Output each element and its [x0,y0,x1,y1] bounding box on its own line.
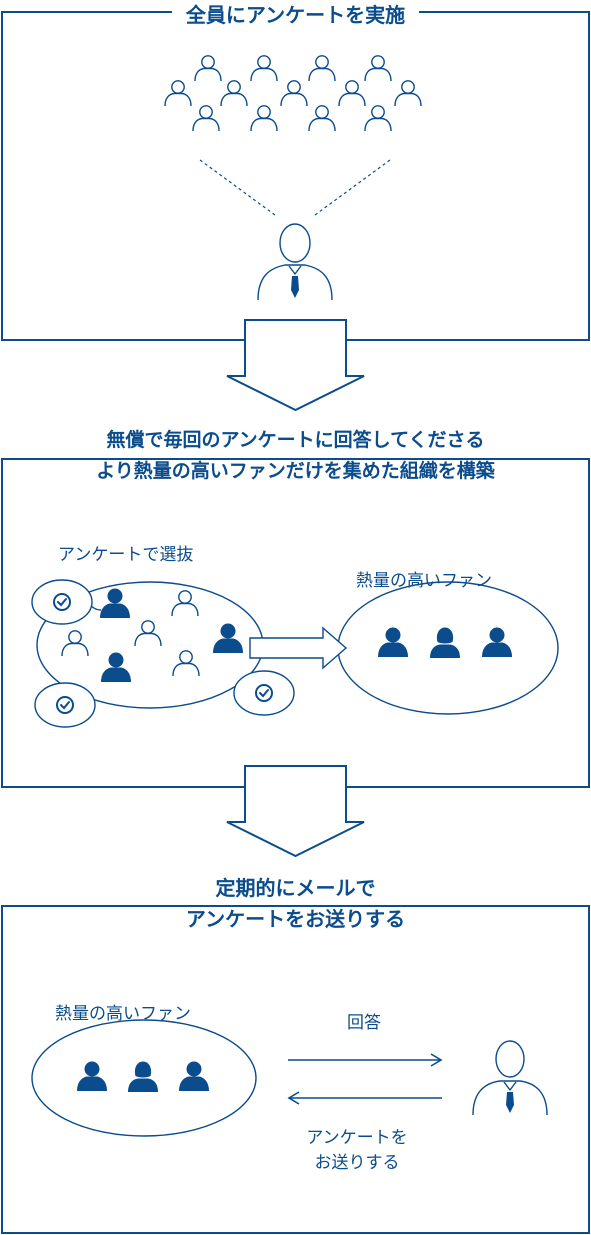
dashed-lines [199,159,391,216]
fan-female-icon [128,1061,158,1092]
answer-label: 回答 [347,1013,381,1033]
section2-title: 無償で毎回のアンケートに回答してくださる より熱量の高いファンだけを集めた組織を… [0,425,591,487]
crowd-illustration [164,55,422,132]
section3-title: 定期的にメールで アンケートをお送りする [0,873,591,935]
crowd-person-icon [171,590,199,617]
crowd-person-icon [364,105,392,132]
crowd-person-icon [338,80,366,107]
select-label: アンケートで選抜 [58,545,194,565]
crowd-person-icon [364,55,392,82]
section1-title: 全員にアンケートを実施 [0,0,591,31]
crowd-person-icon [194,55,222,82]
crowd-person-icon [394,80,422,107]
crowd-person-icon [164,80,192,107]
crowd-person-icon [250,55,278,82]
fan-male-icon [179,1061,209,1091]
selected-person-icon [101,652,131,682]
check-bubble-icon [34,682,96,728]
fan-female-icon [430,627,460,658]
crowd-person-icon [220,80,248,107]
crowd-person-icon [61,630,89,657]
answer-arrow-icon [288,1053,443,1067]
businessman-icon [257,223,333,301]
fan-male-icon [482,627,512,657]
check-bubble-icon [233,670,295,716]
selection-illustration [31,579,559,728]
fan-male-icon [77,1061,107,1091]
selected-person-icon [100,588,130,618]
check-bubble-icon [31,579,102,625]
fans-label: 熱量の高いファン [356,571,492,591]
crowd-person-icon [134,620,162,647]
fans-label-2: 熱量の高いファン [55,1004,191,1024]
down-arrow-2 [226,765,365,858]
crowd-person-icon [308,55,336,82]
send-label: アンケートを お送りする [306,1128,408,1173]
crowd-person-icon [192,105,220,132]
crowd-person-icon [250,105,278,132]
down-arrow-1 [226,319,365,412]
communication-illustration [31,1019,443,1137]
businessman-icon-2 [472,1040,548,1116]
selected-person-icon [213,623,243,653]
crowd-person-icon [280,80,308,107]
fan-male-icon [378,627,408,657]
send-arrow-icon [287,1091,442,1105]
section2-frame [1,458,590,788]
crowd-person-icon [172,650,200,677]
crowd-person-icon [308,105,336,132]
